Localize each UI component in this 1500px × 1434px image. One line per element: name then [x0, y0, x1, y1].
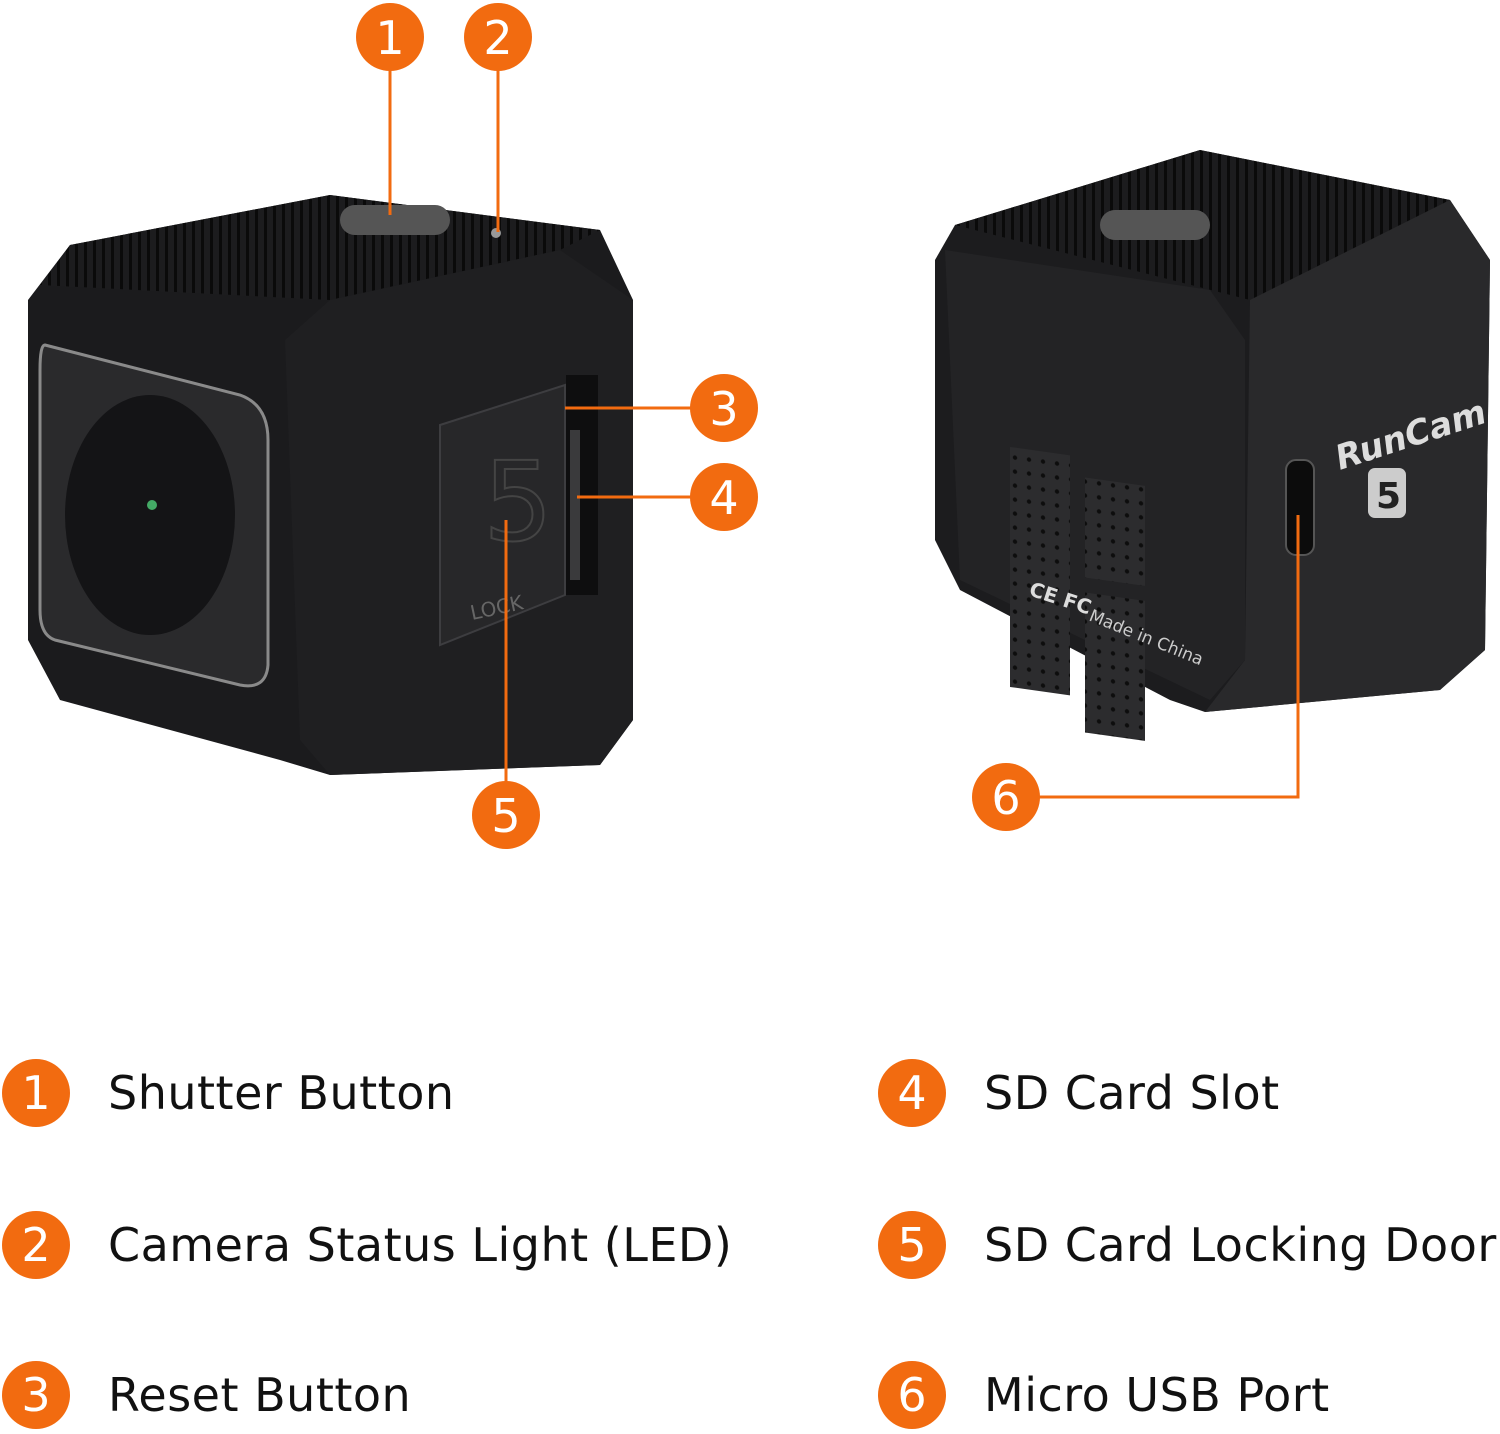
- callout-3: 3: [690, 374, 758, 442]
- svg-text:5: 5: [491, 789, 520, 843]
- callout-5: 5: [472, 781, 540, 849]
- legend-item: 6 Micro USB Port: [878, 1360, 1330, 1430]
- door-number: 5: [483, 438, 553, 566]
- legend-label: Reset Button: [108, 1368, 412, 1422]
- callout-4: 4: [690, 463, 758, 531]
- legend-badge: 4: [878, 1059, 946, 1127]
- svg-text:2: 2: [483, 11, 512, 65]
- legend-label: Shutter Button: [108, 1066, 455, 1120]
- callout-1: 1: [356, 3, 424, 71]
- legend-label: SD Card Slot: [984, 1066, 1280, 1120]
- callout-2: 2: [464, 3, 532, 71]
- callout-6: 6: [972, 763, 1040, 831]
- shutter-button-graphic: [340, 205, 450, 235]
- legend-badge: 2: [2, 1211, 70, 1279]
- legend-label: SD Card Locking Door: [984, 1218, 1497, 1272]
- svg-text:1: 1: [375, 11, 404, 65]
- model-badge: 5: [1376, 476, 1401, 517]
- sd-card-door-graphic: [439, 383, 566, 647]
- legend-item: 2 Camera Status Light (LED): [2, 1210, 732, 1280]
- svg-text:4: 4: [709, 471, 738, 525]
- svg-text:6: 6: [991, 771, 1020, 825]
- legend-badge: 3: [2, 1361, 70, 1429]
- legend-item: 1 Shutter Button: [2, 1058, 455, 1128]
- usb-port-graphic: [1285, 459, 1315, 556]
- legend-badge: 1: [2, 1059, 70, 1127]
- legend-label: Camera Status Light (LED): [108, 1218, 733, 1272]
- camera-illustration: 5 LOCK RunCam 5 CE FC Made in China 1 2 …: [28, 3, 1491, 849]
- legend-badge: 6: [878, 1361, 946, 1429]
- legend-item: 3 Reset Button: [2, 1360, 411, 1430]
- legend-item: 5 SD Card Locking Door: [878, 1210, 1497, 1280]
- camera-back-view: RunCam 5 CE FC Made in China: [935, 150, 1491, 741]
- leader-lines: [388, 70, 1300, 799]
- legend-label: Micro USB Port: [984, 1368, 1330, 1422]
- camera-front-view: 5 LOCK: [28, 195, 633, 775]
- svg-text:3: 3: [709, 382, 738, 436]
- legend-item: 4 SD Card Slot: [878, 1058, 1280, 1128]
- legend-badge: 5: [878, 1211, 946, 1279]
